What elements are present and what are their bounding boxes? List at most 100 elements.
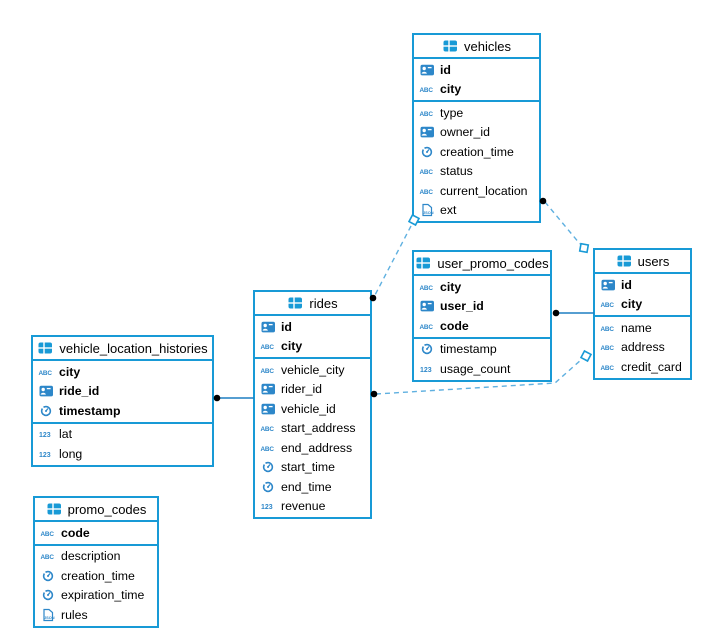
column-row-ride_id[interactable]: ride_id (33, 382, 212, 402)
entity-title: user_promo_codes (437, 255, 549, 271)
svg-text:ABC: ABC (601, 365, 615, 372)
svg-text:ABC: ABC (261, 344, 275, 351)
svg-text:ABC: ABC (420, 111, 434, 118)
abc-icon: ABC (419, 106, 436, 120)
column-row-end_time[interactable]: end_time (255, 477, 370, 497)
column-row-id[interactable]: id (595, 275, 690, 295)
abc-icon: ABC (419, 184, 436, 198)
column-row-rider_id[interactable]: rider_id (255, 380, 370, 400)
column-label: id (621, 277, 632, 292)
column-label: city (281, 339, 303, 354)
column-row-owner_id[interactable]: owner_id (414, 123, 539, 143)
table-icon (37, 341, 54, 355)
svg-text:JSON: JSON (423, 210, 434, 215)
id-badge-icon (260, 320, 277, 334)
column-label: timestamp (59, 403, 121, 418)
column-label: credit_card (621, 359, 682, 374)
svg-text:ABC: ABC (601, 326, 615, 333)
column-label: lat (59, 427, 72, 442)
abc-icon: ABC (419, 164, 436, 178)
column-row-expiration_time[interactable]: expiration_time (35, 586, 157, 606)
column-label: ext (440, 203, 457, 218)
column-row-city[interactable]: ABC city (255, 337, 370, 357)
entity-title: users (637, 253, 670, 269)
column-row-code[interactable]: ABC code (35, 523, 157, 543)
num-icon: 123 (260, 499, 277, 513)
json-icon: JSON (40, 608, 57, 622)
svg-text:123: 123 (39, 432, 51, 439)
entity-header[interactable]: vehicles (414, 35, 539, 59)
id-badge-icon (419, 299, 436, 313)
abc-icon: ABC (40, 526, 57, 540)
abc-icon: ABC (40, 549, 57, 563)
column-row-vehicle_id[interactable]: vehicle_id (255, 399, 370, 419)
column-row-id[interactable]: id (414, 60, 539, 80)
entity-header[interactable]: user_promo_codes (414, 252, 550, 276)
column-label: ride_id (59, 384, 100, 399)
column-row-creation_time[interactable]: creation_time (35, 566, 157, 586)
column-label: start_time (281, 460, 335, 475)
column-row-start_time[interactable]: start_time (255, 458, 370, 478)
column-row-creation_time[interactable]: creation_time (414, 142, 539, 162)
entity-title: rides (309, 295, 338, 311)
column-row-timestamp[interactable]: timestamp (414, 340, 550, 360)
column-row-rules[interactable]: JSON rules (35, 605, 157, 625)
column-row-ext[interactable]: JSON ext (414, 201, 539, 221)
column-row-user_id[interactable]: user_id (414, 297, 550, 317)
column-row-timestamp[interactable]: timestamp (33, 401, 212, 421)
table-icon (46, 502, 63, 516)
table-icon (287, 296, 304, 310)
id-badge-icon (38, 384, 55, 398)
entity-header[interactable]: rides (255, 292, 370, 316)
column-row-id[interactable]: id (255, 317, 370, 337)
id-badge-icon (260, 382, 277, 396)
column-label: id (440, 62, 451, 77)
clock-icon (38, 404, 55, 418)
svg-text:ABC: ABC (420, 87, 434, 94)
abc-icon: ABC (260, 363, 277, 377)
column-row-lat[interactable]: 123 lat (33, 425, 212, 445)
entity-header[interactable]: vehicle_location_histories (33, 337, 212, 361)
relationship-line-rides-vehicles[interactable] (374, 225, 412, 296)
id-badge-icon (260, 402, 277, 416)
entity-header[interactable]: users (595, 250, 690, 274)
clock-icon (40, 588, 57, 602)
column-label: code (440, 318, 469, 333)
column-label: long (59, 446, 83, 461)
column-label: code (61, 525, 90, 540)
entity-title: vehicles (464, 38, 511, 54)
column-label: vehicle_id (281, 401, 336, 416)
column-label: name (621, 320, 652, 335)
column-row-credit_card[interactable]: ABC credit_card (595, 357, 690, 377)
column-label: id (281, 319, 292, 334)
entity-header[interactable]: promo_codes (35, 498, 157, 522)
relationship-line-vehicles-users[interactable] (544, 201, 581, 245)
column-label: rules (61, 607, 88, 622)
column-row-name[interactable]: ABC name (595, 318, 690, 338)
